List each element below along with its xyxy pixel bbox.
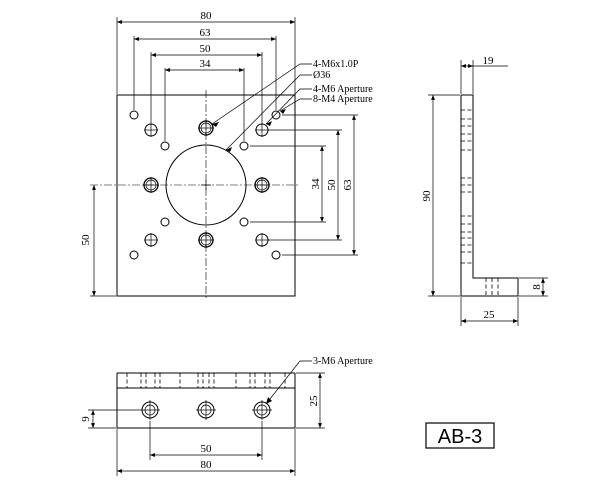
- bottom-view: 3-M6 Aperture 25 9 50 80: [80, 356, 373, 476]
- m6-aperture-br: [255, 233, 269, 247]
- m6-aperture-tr: [255, 123, 269, 137]
- dim-text-side-8: 8: [531, 284, 543, 290]
- bottom-m6-hole-center: [196, 400, 216, 420]
- dim-text-50: 50: [200, 43, 212, 55]
- front-view: 80 63 50 34 34 50 63 50: [80, 10, 373, 300]
- dim-text-bottom-9: 9: [80, 416, 92, 422]
- bottom-hidden-lines: [126, 373, 286, 388]
- bottom-callout-leader: [265, 360, 312, 405]
- front-callout-leaders: [211, 63, 312, 152]
- bottom-m6-hole-right: [252, 400, 272, 420]
- dim-text-side-90: 90: [421, 190, 433, 202]
- part-id-text: AB-3: [438, 426, 482, 448]
- bottom-m6-hole-left: [140, 400, 160, 420]
- front-top-extension-lines: [116, 17, 296, 141]
- dim-text-bottom-50: 50: [201, 443, 213, 455]
- center-aperture-circle: [165, 144, 247, 226]
- front-right-extension-lines: [250, 114, 358, 256]
- m6-hole-left: [143, 177, 159, 193]
- dim-text-left-50: 50: [80, 234, 92, 246]
- callout-diameter-36: Ø36: [313, 70, 330, 81]
- callout-m6x1-0p: 4-M6x1.0P: [313, 59, 359, 70]
- m6-aperture-tl: [144, 123, 158, 137]
- m6-aperture-bl: [144, 233, 158, 247]
- side-hidden-holes: [461, 109, 499, 296]
- dim-text-34: 34: [200, 58, 212, 70]
- callout-3-m6-aperture: 3-M6 Aperture: [313, 356, 373, 367]
- dim-text-side-19: 19: [483, 55, 495, 67]
- part-id-box: AB-3: [425, 422, 495, 449]
- bottom-plate-outline: [116, 387, 296, 429]
- callout-8-m4-aperture: 8-M4 Aperture: [313, 94, 373, 105]
- m4-apertures: [129, 110, 281, 260]
- dim-text-bottom-80: 80: [201, 459, 213, 471]
- m6-hole-top: [198, 120, 214, 136]
- dim-text-80: 80: [201, 10, 213, 22]
- side-view: 19 90 8 25: [421, 55, 548, 326]
- dim-text-63: 63: [200, 27, 212, 39]
- side-bracket-outline: [460, 94, 519, 297]
- dim-text-right-63: 63: [342, 179, 354, 191]
- dim-text-side-25: 25: [484, 309, 496, 321]
- dim-text-bottom-25: 25: [308, 395, 320, 407]
- callout-4-m6-aperture: 4-M6 Aperture: [313, 84, 373, 95]
- m6-hole-right: [254, 177, 270, 193]
- dim-text-right-34: 34: [310, 178, 322, 190]
- dim-text-right-50: 50: [326, 179, 338, 191]
- m6-hole-bottom: [198, 232, 214, 248]
